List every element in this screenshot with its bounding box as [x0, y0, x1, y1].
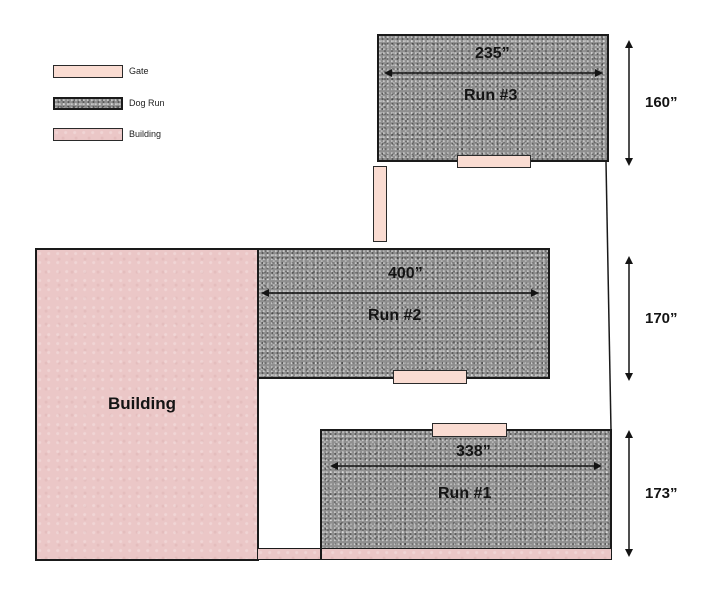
- building-label: Building: [108, 394, 176, 413]
- building-block: [35, 248, 259, 561]
- bottom-walkway: [257, 548, 612, 560]
- run-1: [320, 429, 612, 550]
- run-3-label: Run #3: [464, 87, 518, 104]
- run-2-height-label: 170”: [645, 310, 678, 327]
- legend-gate-label: Gate: [129, 66, 149, 76]
- run-2-label: Run #2: [368, 307, 422, 324]
- legend-dog-run-swatch: [53, 97, 123, 110]
- run-1-gate: [432, 423, 507, 437]
- run-1-label: Run #1: [438, 485, 492, 502]
- run-3-gate: [457, 155, 531, 168]
- right-fence-line: [605, 161, 612, 431]
- run-3-height-label: 160”: [645, 94, 678, 111]
- run-2-width-label: 400”: [388, 265, 423, 282]
- run-3: [377, 34, 609, 162]
- legend-dog-run-label: Dog Run: [129, 98, 165, 108]
- vertical-gate: [373, 166, 387, 242]
- run-1-width-label: 338”: [456, 443, 491, 460]
- legend-gate-swatch: [53, 65, 123, 78]
- run-2: [257, 248, 550, 379]
- legend-building-label: Building: [129, 129, 162, 139]
- run-1-height-label: 173”: [645, 485, 678, 502]
- run-3-width-label: 235”: [475, 45, 510, 62]
- run-2-gate: [393, 370, 467, 384]
- walkway-divider: [320, 548, 322, 560]
- legend-building-swatch: [53, 128, 123, 141]
